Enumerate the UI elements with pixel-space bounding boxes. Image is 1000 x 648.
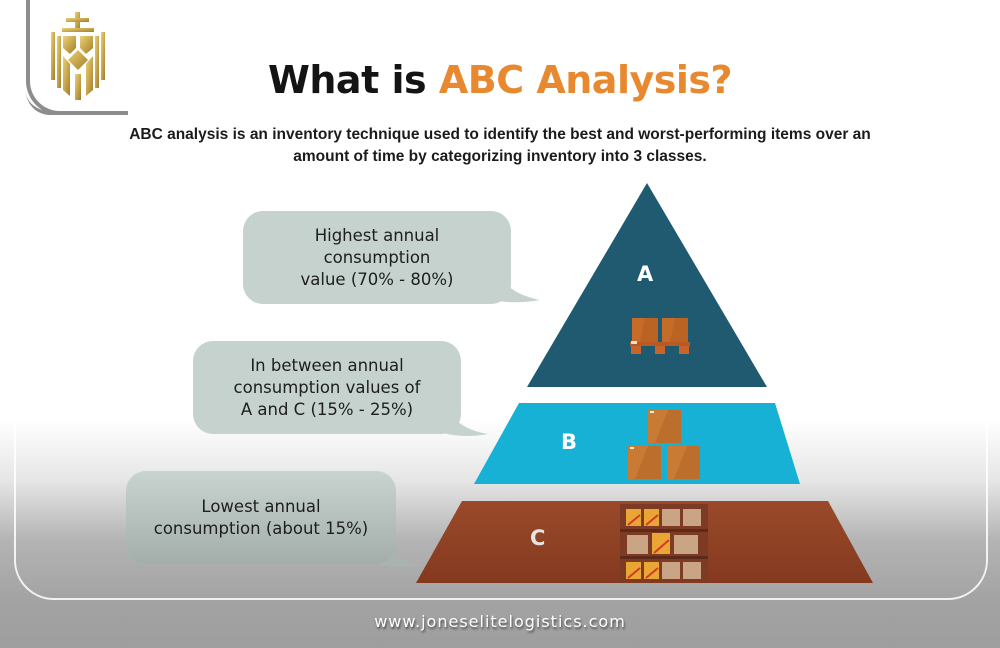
crown-lion-crest-icon	[51, 12, 105, 100]
pallet-boxes-icon	[630, 318, 690, 354]
title-prefix: What is	[267, 58, 439, 102]
tier-a-description: Highest annual consumption value (70% - …	[300, 225, 454, 289]
title-accent: ABC Analysis?	[438, 58, 733, 102]
bubble-tier-a: Highest annual consumption value (70% - …	[243, 211, 511, 304]
tier-b-label: B	[561, 430, 578, 454]
footer-website-link[interactable]: www.joneselitelogistics.com	[374, 612, 626, 631]
tier-c-description: Lowest annual consumption (about 15%)	[153, 496, 369, 538]
tier-b-shape	[474, 403, 800, 484]
bubble-tier-c: Lowest annual consumption (about 15%)	[126, 471, 396, 564]
stacked-boxes-icon	[628, 410, 700, 479]
warehouse-shelf-icon	[620, 504, 708, 582]
tier-a-shape	[527, 183, 767, 387]
page-subtitle: ABC analysis is an inventory technique u…	[129, 126, 871, 165]
tier-b-description: In between annual consumption values of …	[233, 355, 421, 419]
tier-c-label: C	[530, 526, 546, 550]
bubble-tier-b: In between annual consumption values of …	[193, 341, 461, 434]
tier-a-label: A	[637, 262, 654, 286]
page-title: What is ABC Analysis?	[0, 58, 1000, 102]
